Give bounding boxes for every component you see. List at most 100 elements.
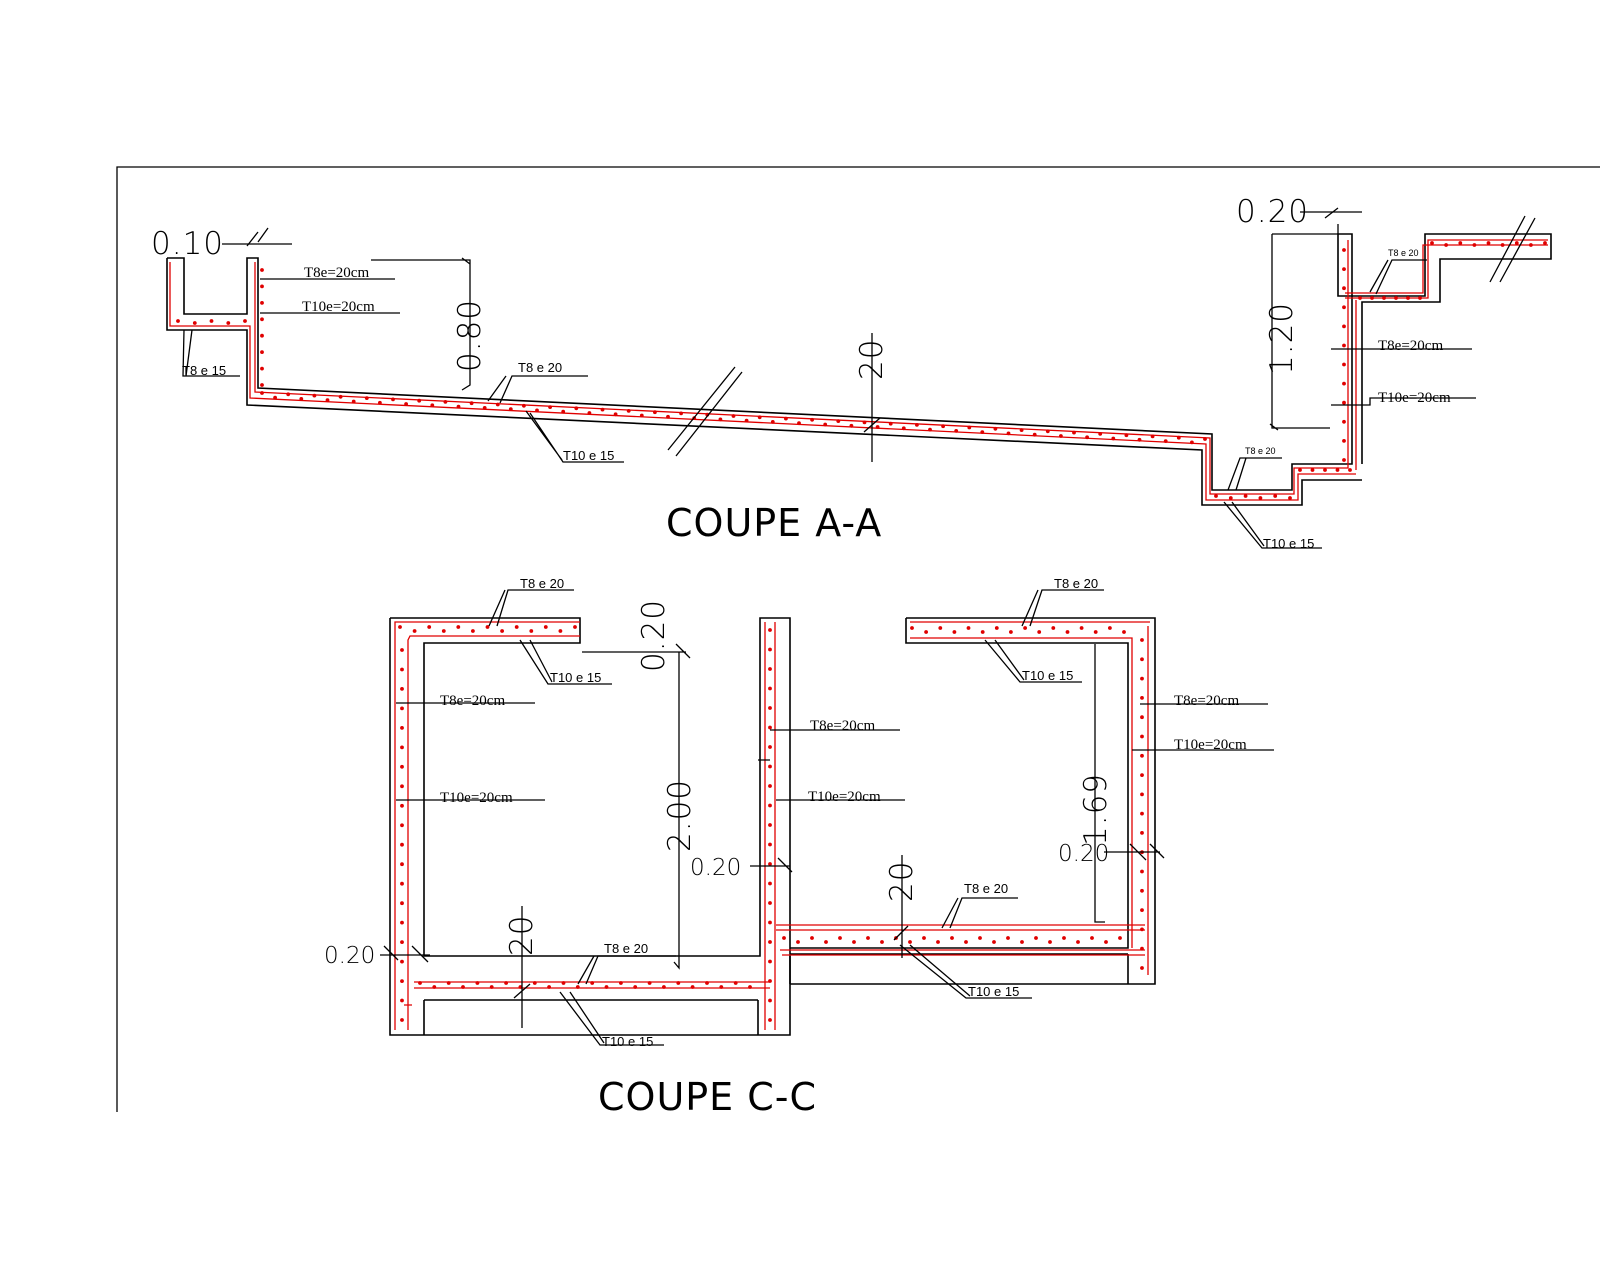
rebar-dot <box>587 411 592 415</box>
rebar-dot <box>561 409 566 414</box>
rebar-dot <box>1342 458 1346 462</box>
rebar-dot <box>1273 494 1278 498</box>
rebar-dot <box>535 408 539 413</box>
rebar-dot <box>514 625 519 629</box>
aa-label-t10-20cm-left: T10e=20cm <box>302 299 375 315</box>
rebar-dot <box>1214 494 1218 498</box>
rebar-dot <box>757 415 762 420</box>
rebar-dot <box>928 427 932 432</box>
aa-dim-120: 1.20 <box>1264 302 1300 375</box>
rebar-dot <box>1093 630 1098 634</box>
rebar-dot <box>768 667 772 671</box>
rebar-dot <box>666 414 670 419</box>
rebar-dot <box>1140 715 1144 720</box>
rebar-dot <box>653 410 657 415</box>
cc-rebar-right-chamber <box>910 621 1150 975</box>
rebar-dot <box>1059 434 1063 438</box>
rebar-dot <box>1342 267 1346 271</box>
rebar-dot <box>910 626 914 630</box>
rebar-dot <box>768 1018 772 1022</box>
rebar-dot <box>1006 936 1010 940</box>
aa-label-t10e15-right: T10 e 15 <box>1263 536 1314 551</box>
aa-rebar-topslab <box>1345 239 1548 470</box>
rebar-dot <box>1394 296 1398 300</box>
rebar-dot <box>1140 888 1144 893</box>
rebar-dot <box>1065 630 1070 634</box>
rebar-dot <box>260 317 264 322</box>
rebar-dot <box>1140 946 1144 951</box>
rebar-dot <box>338 394 343 399</box>
rebar-dot <box>1140 734 1144 739</box>
aa-label-t10e15-mid: T10 e 15 <box>563 448 614 463</box>
aa-section-title: COUPE A-A <box>666 501 882 545</box>
rebar-dot <box>1335 468 1340 472</box>
rebar-dot <box>782 936 786 940</box>
cc-label-t8e20-bottom-left: T8 e 20 <box>604 941 648 956</box>
rebar-dot <box>1486 241 1491 245</box>
rebar-dot <box>1342 419 1346 424</box>
rebar-dot <box>824 940 828 944</box>
rebar-dot <box>400 784 404 789</box>
rebar-dot <box>400 881 404 886</box>
rebar-dot <box>1019 428 1024 432</box>
rebar-dot <box>676 981 681 985</box>
rebar-dot <box>1140 966 1144 970</box>
rebar-dot <box>364 396 369 400</box>
rebar-dot <box>441 629 446 633</box>
aa-dim-20: 20 <box>854 339 890 380</box>
cc-label-t10e15-top-left: T10 e 15 <box>550 670 601 685</box>
cc-rebar-dots <box>398 625 1144 1022</box>
aa-label-t8e20-mid: T8 e 20 <box>518 360 562 375</box>
rebar-dot <box>1076 940 1080 944</box>
rebar-dot <box>1176 435 1181 440</box>
cc-dim-200: 2.00 <box>662 779 698 852</box>
rebar-dot <box>768 881 772 886</box>
rebar-dot <box>400 667 404 672</box>
rebar-dot <box>260 366 264 371</box>
rebar-dot <box>176 319 180 323</box>
rebar-dot <box>574 406 579 411</box>
rebar-dot <box>619 981 623 985</box>
rebar-dot <box>1140 696 1144 700</box>
rebar-dot <box>1228 496 1233 500</box>
rebar-dot <box>446 981 451 985</box>
rebar-dot <box>456 625 461 629</box>
rebar-dot <box>797 421 801 426</box>
rebar-dot <box>1079 626 1084 630</box>
rebar-dot <box>1342 381 1346 386</box>
rebar-dot <box>1124 433 1129 438</box>
rebar-dot <box>443 400 448 404</box>
rebar-dot <box>391 397 395 402</box>
aa-label-t8-20cm-left: T8e=20cm <box>304 265 369 281</box>
rebar-dot <box>662 985 666 989</box>
rebar-dot <box>400 940 404 944</box>
rebar-dot <box>522 403 526 408</box>
rebar-dot <box>1140 753 1144 758</box>
cc-label-t8e20-top-right: T8 e 20 <box>1054 576 1098 591</box>
rebar-dot <box>489 985 494 989</box>
rebar-dot <box>967 425 972 430</box>
rebar-dot <box>400 803 404 808</box>
rebar-dot <box>768 998 772 1003</box>
rebar-dot <box>1140 657 1144 662</box>
rebar-dot <box>325 398 330 403</box>
rebar-dot <box>768 920 772 925</box>
rebar-dot <box>400 862 404 867</box>
cc-label-t10-20cm-left-wall: T10e=20cm <box>440 790 513 806</box>
rebar-dot <box>1140 638 1144 642</box>
rebar-dot <box>908 940 912 944</box>
rebar-dot <box>768 745 772 749</box>
rebar-dot <box>1037 630 1042 634</box>
rebar-dot <box>1085 435 1089 440</box>
aa-label-t8e15: T8 e 15 <box>182 363 226 378</box>
aa-concrete-outline <box>166 233 1552 506</box>
aa-rebar-outer <box>254 240 1349 495</box>
rebar-dot <box>838 936 842 940</box>
rebar-dot <box>1034 936 1038 940</box>
cc-label-t8-20cm-mid-wall: T8e=20cm <box>810 718 875 734</box>
rebar-dot <box>768 823 772 827</box>
rebar-dot <box>1342 286 1346 291</box>
rebar-dot <box>400 726 404 730</box>
rebar-dot <box>1163 439 1168 443</box>
rebar-dot <box>260 333 264 338</box>
